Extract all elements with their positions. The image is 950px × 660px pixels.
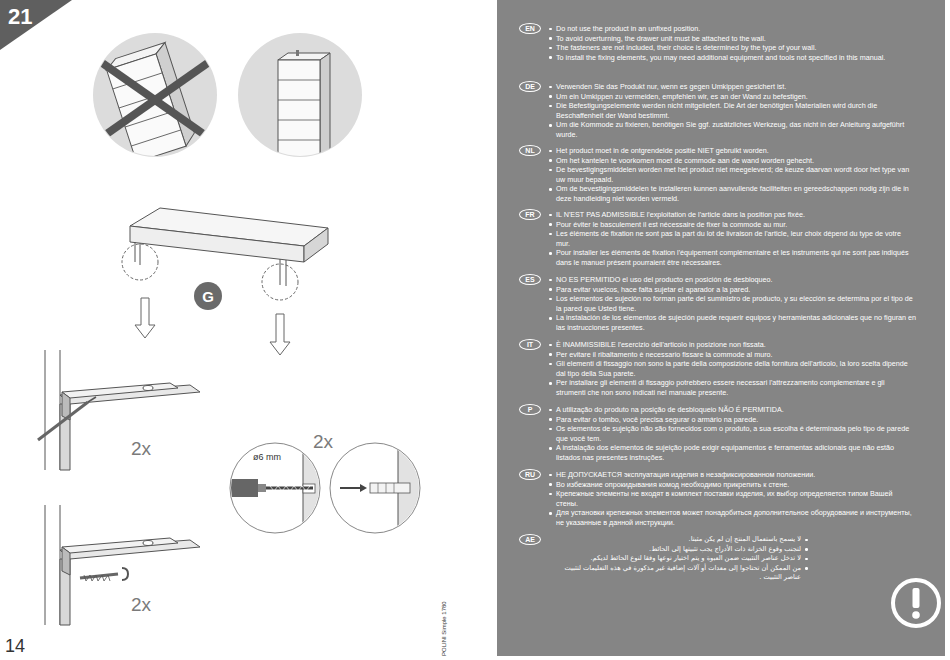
- instruction-bullet: Verwenden Sie das Produkt nur, wenn es g…: [556, 82, 916, 92]
- language-code: IT: [527, 341, 533, 348]
- instruction-bullet: لا تدخل عناصر التثبيت ضمن العبوة و يتم ا…: [556, 554, 801, 564]
- language-badge: RU: [519, 469, 541, 480]
- instruction-bullet: To install the fixing elements, you may …: [556, 53, 916, 63]
- instruction-bullet: من الممكن أن تحتاجوا إلى معدات أو آلات إ…: [556, 564, 801, 583]
- instruction-bullet: Het product moet in de ontgrendelde posi…: [556, 146, 916, 156]
- page-number: 14: [5, 636, 25, 657]
- language-badge: ES: [519, 274, 541, 285]
- part-letter: G: [202, 289, 214, 304]
- language-text-block: Verwenden Sie das Produkt nur, wenn es g…: [556, 82, 916, 140]
- language-badge: AE: [519, 534, 541, 545]
- instruction-bullet: Para evitar vuelcos, hace falta sujetar …: [556, 285, 916, 295]
- instruction-bullet: Per evitare il ribaltamento è necessario…: [556, 350, 916, 360]
- language-code: AE: [525, 536, 535, 543]
- quantity-label: 2x: [131, 438, 151, 460]
- language-code: DE: [525, 83, 535, 90]
- instruction-bullet: Les éléments de fixation ne sont pas la …: [556, 229, 916, 248]
- language-badge: FR: [519, 209, 541, 220]
- instruction-bullet: Om de bevestigingsmiddelen te installere…: [556, 184, 916, 203]
- language-badge: NL: [519, 145, 541, 156]
- instruction-bullet: لتجنب وقوع الخزانة ذات الأدراج يجب تثبيت…: [556, 545, 801, 555]
- instruction-bullet: Pour éviter le basculement il est nécess…: [556, 220, 916, 230]
- instruction-bullet: Om het kantelen te voorkomen moet de com…: [556, 156, 916, 166]
- instruction-bullet: To avoid overturning, the drawer unit mu…: [556, 34, 916, 44]
- instruction-bullet: È INAMMISSIBILE l'esercizio dell'articol…: [556, 340, 916, 350]
- instruction-bullet: Um die Kommode zu fixieren, benötigen Si…: [556, 120, 916, 139]
- instruction-bullet: Pour installer les éléments de fixation …: [556, 248, 916, 267]
- language-badge: EN: [519, 23, 541, 34]
- instruction-bullet: Los elementos de sujeción no forman part…: [556, 294, 916, 313]
- instruction-bullet: A utilização do produto na posição de de…: [556, 405, 916, 415]
- language-text-block: لا يسمح باستعمال المنتج إن لم يكن مثبتا.…: [556, 535, 801, 583]
- instruction-bullet: Gli elementi di fissaggio non sono la pa…: [556, 359, 916, 378]
- language-text-block: IL N'EST PAS ADMISSIBLE l'exploitation d…: [556, 210, 916, 268]
- language-text-block: НЕ ДОПУСКАЕТСЯ эксплуатация изделия в не…: [556, 470, 916, 528]
- dimension-label: ø6 mm: [252, 452, 282, 462]
- instruction-bullet: A instalação dos elementos de sujeição p…: [556, 443, 916, 462]
- language-text-block: Do not use the product in an unfixed pos…: [556, 24, 916, 62]
- instruction-bullet: IL N'EST PAS ADMISSIBLE l'exploitation d…: [556, 210, 916, 220]
- instruction-bullet: Для установки крепежных элементов может …: [556, 508, 916, 527]
- language-code: NL: [525, 147, 534, 154]
- language-badge: DE: [519, 81, 541, 92]
- instruction-bullet: Die Befestigungselemente werden nicht mi…: [556, 101, 916, 120]
- language-text-block: È INAMMISSIBILE l'esercizio dell'articol…: [556, 340, 916, 398]
- instruction-bullet: Во избежание опрокидывания комод необход…: [556, 480, 916, 490]
- instruction-bullet: NO ES PERMITIDO el uso del producto en p…: [556, 275, 916, 285]
- language-code: ES: [525, 276, 534, 283]
- instruction-bullet: Os elementos de sujeição não são forneci…: [556, 424, 916, 443]
- language-text-block: NO ES PERMITIDO el uso del producto en p…: [556, 275, 916, 333]
- language-text-block: Het product moet in de ontgrendelde posi…: [556, 146, 916, 204]
- part-letter-circle: G: [194, 282, 222, 310]
- language-text-block: A utilização do produto na posição de de…: [556, 405, 916, 463]
- language-code: EN: [525, 25, 535, 32]
- instruction-bullet: De bevestigingsmiddelen worden met het p…: [556, 165, 916, 184]
- language-code: FR: [525, 211, 534, 218]
- language-code: RU: [525, 471, 535, 478]
- language-badge: IT: [519, 339, 541, 350]
- language-badge: P: [519, 404, 541, 415]
- product-name: POLINI Simple 1780: [441, 601, 447, 656]
- step-number: 21: [8, 4, 32, 30]
- language-code: P: [528, 406, 533, 413]
- instruction-bullet: Крепежные элементы не входят в комплект …: [556, 489, 916, 508]
- instruction-bullet: Um ein Umkippen zu vermeiden, empfehlen …: [556, 92, 916, 102]
- step-badge: 21: [0, 0, 72, 50]
- quantity-label: 2x: [131, 594, 151, 616]
- quantity-label: 2x: [313, 431, 333, 453]
- instruction-bullet: Per installare gli elementi di fissaggio…: [556, 378, 916, 397]
- instruction-bullet: The fasteners are not included, their ch…: [556, 43, 916, 53]
- instruction-bullet: Para evitar o tombo, você precisa segura…: [556, 415, 916, 425]
- instruction-bullet: НЕ ДОПУСКАЕТСЯ эксплуатация изделия в не…: [556, 470, 916, 480]
- instruction-bullet: La instalación de los elementos de sujec…: [556, 313, 916, 332]
- instruction-bullet: Do not use the product in an unfixed pos…: [556, 24, 916, 34]
- instruction-bullet: لا يسمح باستعمال المنتج إن لم يكن مثبتا.: [556, 535, 801, 545]
